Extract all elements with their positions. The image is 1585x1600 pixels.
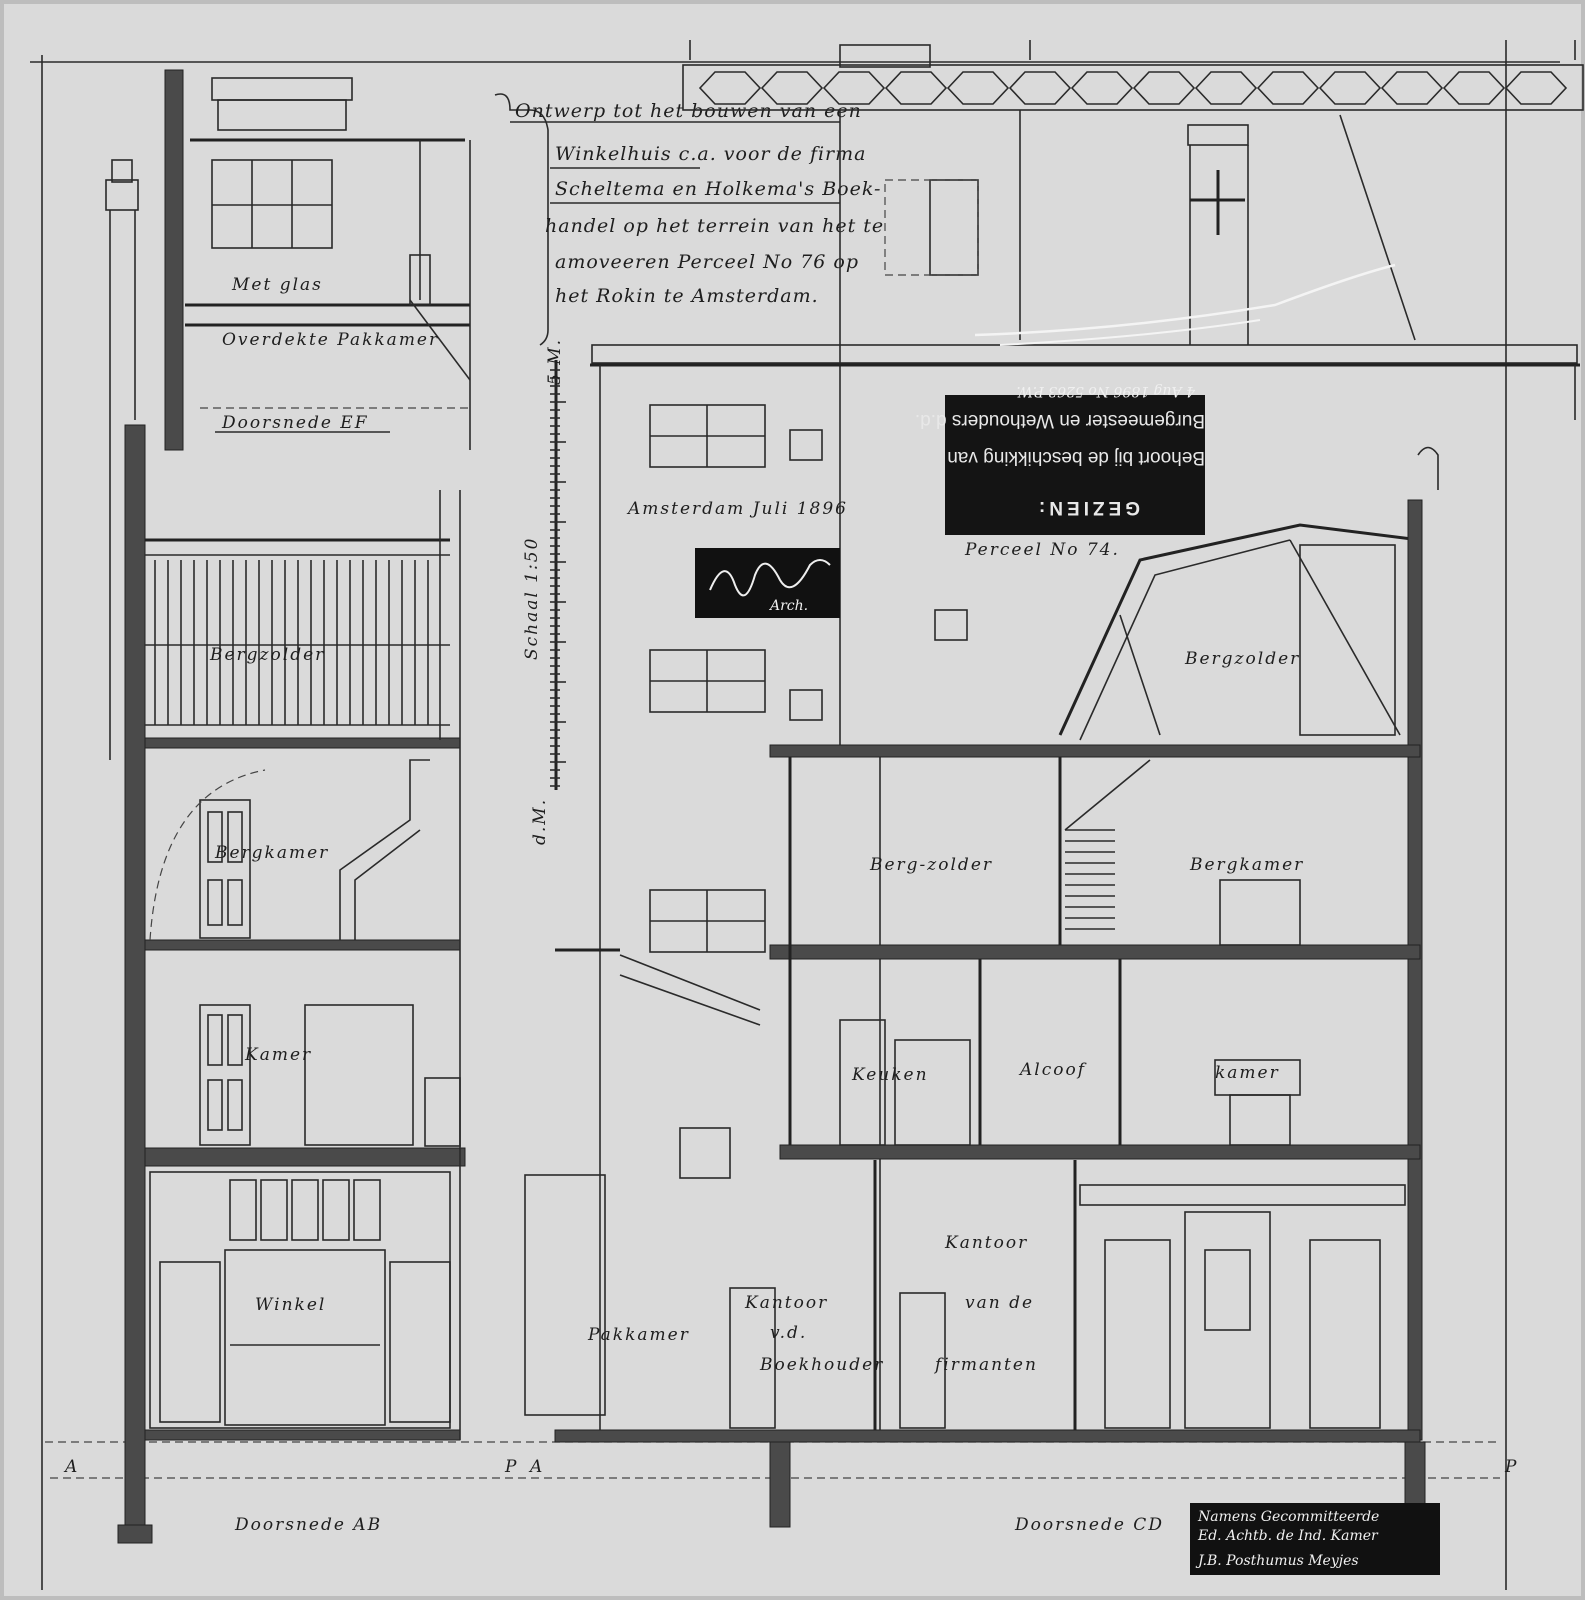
room-label-alcoof: Alcoof [1018,1060,1087,1080]
room-label-kantoor-boekhouder: Kantoor [744,1293,828,1313]
room-label-boekhouder: Boekhouder [759,1355,884,1375]
stamp-heading: GEZIEN: [1035,497,1140,518]
axis-mark-a: A [528,1457,544,1477]
room-label-pakkamer: Pakkamer [587,1325,690,1345]
title-line-2: Winkelhuis c.a. voor de firma [555,143,867,165]
axis-mark-p-right: P [1504,1457,1518,1477]
transom-window [322,1179,350,1241]
room-label-kantoor: Kantoor [944,1233,1028,1253]
room-label-met-glas: Met glas [231,275,323,295]
small-window [934,609,968,641]
stair-rail [1064,759,1151,831]
scale-label: Schaal 1:50 [522,537,542,660]
approval-line-2: Ed. Achtb. de Ind. Kamer [1197,1528,1379,1544]
transom-window [229,1179,257,1241]
section-ab: Bergzolder Bergkamer Kamer Winkel Doorsn… [63,424,544,1544]
room-label-bergkamer-cd: Bergkamer [1189,855,1304,875]
small-window [789,429,823,461]
parapet-ornament [946,71,1010,105]
shop-transom-windows [229,1179,381,1241]
section-label-ab: Doorsnede AB [234,1515,382,1535]
scale-bar: Schaal 1:50 5 M. d.M. [522,338,566,845]
signature-text: Arch. [768,598,808,614]
stamp-line-1: Behoort bij de beschikking van [947,447,1205,468]
parapet-ornament [1256,71,1320,105]
scale-unit-top: 5 M. [545,338,565,385]
room-label-berg-zolder: Berg-zolder [869,855,993,875]
room-label-bergzolder-ab: Bergzolder [209,645,325,665]
scale-unit-bottom: d.M. [530,798,550,845]
room-label-kamer-ab: Kamer [244,1045,312,1065]
approval-line-1: Namens Gecommitteerde [1197,1509,1379,1525]
parapet-ornament [1132,71,1196,105]
title-line-4: handel op het terrein van het te [545,215,884,237]
title-line-1: Ontwerp tot het bouwen van een [515,100,862,122]
transom-window [353,1179,381,1241]
neighbor-label: Perceel No 74. [964,540,1120,560]
municipal-approval-stamp: GEZIEN: Behoort bij de beschikking van B… [915,263,1396,535]
room-label-winkel: Winkel [255,1295,326,1315]
architect-signature-stamp: Arch. [695,548,840,618]
parapet-ornament [1380,71,1444,105]
parapet-ornament [822,71,886,105]
fireplace-mantel [1184,1211,1271,1429]
transom-window [291,1179,319,1241]
room-label-overdekte-pakkamer: Overdekte Pakkamer [222,330,439,350]
room-label-bergkamer-ab: Bergkamer [214,843,329,863]
parapet-ornament [1318,71,1382,105]
section-cd: Amsterdam Juli 1896 Perceel No 74. [524,40,1584,1535]
title-line-5: amoveeren Perceel No 76 op [555,251,859,273]
small-window [789,689,823,721]
roof-parapet [682,64,1584,111]
section-ef: Met glas Overdekte Pakkamer Doorsnede EF [164,69,471,451]
parapet-ornament [1008,71,1072,105]
parapet-ornament [1194,71,1258,105]
parapet-ornament [698,71,762,105]
section-label-cd: Doorsnede CD [1014,1515,1164,1535]
parapet-ornament [1442,71,1506,105]
section-label-ef: Doorsnede EF [221,413,369,433]
stamp-line-2: Burgemeester en Wethouders d.d. [915,410,1205,431]
room-label-van-de: van de [965,1293,1034,1313]
commissioner-signature-stamp: Namens Gecommitteerde Ed. Achtb. de Ind.… [1190,1503,1440,1575]
parapet-ornament [1070,71,1134,105]
stamp-line-3: 4 Aug 1896 No 5263 P.W. [1016,383,1196,399]
room-label-keuken: Keuken [851,1065,929,1085]
door-kamer [199,1004,251,1146]
chimney-left [105,159,139,760]
room-label-vd: v.d. [770,1323,807,1343]
room-label-kamer-cd: kamer [1215,1063,1280,1083]
title-line-3: Scheltema en Holkema's Boek- [555,178,881,200]
attic-railing [154,560,429,725]
approval-line-3: J.B. Posthumus Meyjes [1195,1553,1359,1569]
door-bergkamer [199,799,251,939]
chimney-stacks [839,44,931,68]
transom-window [260,1179,288,1241]
title-line-6: het Rokin te Amsterdam. [555,285,819,307]
place-date: Amsterdam Juli 1896 [626,499,848,519]
axis-mark-p: P [504,1457,518,1477]
parapet-ornament [760,71,824,105]
parapet-ornament [1504,71,1568,105]
room-label-firmanten: firmanten [933,1355,1038,1375]
axis-mark-a-left: A [63,1457,79,1477]
room-label-bergzolder-cd: Bergzolder [1184,649,1300,669]
title-block: Ontwerp tot het bouwen van een Winkelhui… [494,93,884,346]
parapet-ornament [884,71,948,105]
